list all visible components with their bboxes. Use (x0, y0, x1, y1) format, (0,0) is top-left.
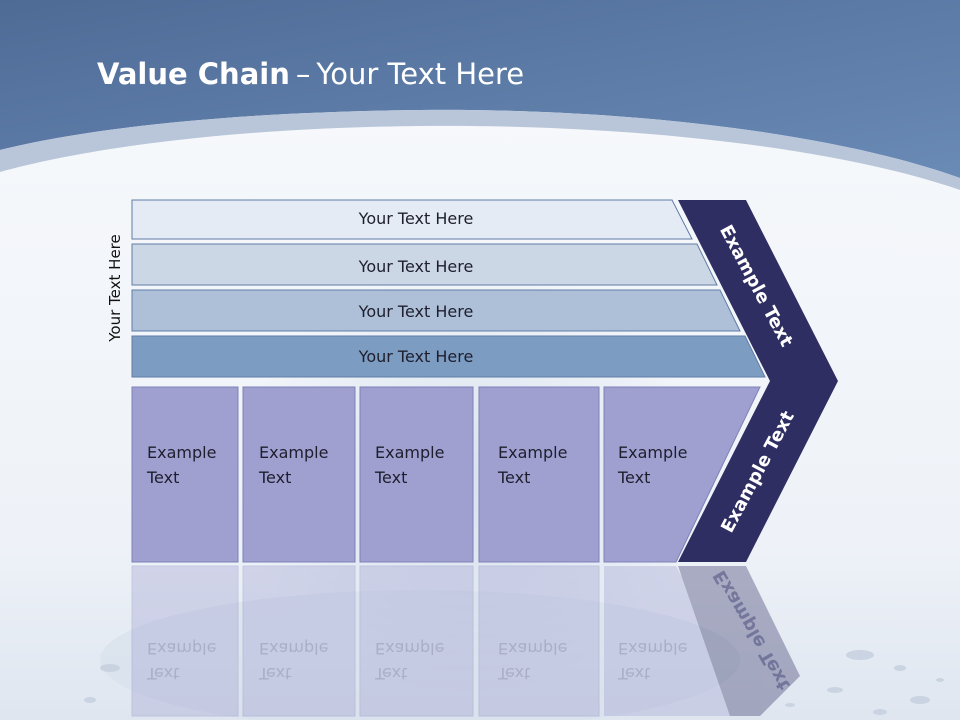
boxes-group (131, 386, 761, 563)
box-2-line1: Example (259, 443, 329, 462)
box-reflection-4 (478, 565, 600, 717)
box-4 (478, 386, 600, 563)
row-label-1: Your Text Here (358, 209, 474, 228)
box-text-1: Example Text (147, 440, 216, 490)
box-5-line1: Example (618, 443, 688, 462)
side-label-text: Your Text Here (106, 234, 124, 342)
box-1 (131, 386, 239, 563)
box-reflection-5 (604, 566, 760, 716)
title-bold: Value Chain (97, 57, 290, 91)
row-band-1 (131, 199, 693, 240)
box-3-line2: Text (375, 468, 408, 487)
box-text-3: Example Text (375, 440, 444, 490)
box-text-4: Example Text (498, 440, 567, 490)
row-band-3 (131, 289, 741, 332)
box-2 (242, 386, 356, 563)
row-label-3: Your Text Here (358, 302, 474, 321)
row-band-2 (131, 243, 718, 286)
reflection-group (131, 565, 800, 717)
box-3 (359, 386, 474, 563)
chevron-arrow (678, 200, 838, 562)
row-band-4 (131, 335, 766, 378)
box-text-5: Example Text (618, 440, 687, 490)
box-4-line1: Example (498, 443, 568, 462)
box-5 (603, 386, 761, 563)
page-title: Value Chain–Your Text Here (97, 52, 524, 96)
box-reflection-2 (242, 565, 356, 717)
box-2-line2: Text (259, 468, 292, 487)
box-text-2: Example Text (259, 440, 328, 490)
box-1-line1: Example (147, 443, 217, 462)
chevron-reflection (678, 566, 800, 716)
title-rest: Your Text Here (316, 57, 525, 91)
row-label-2: Your Text Here (358, 257, 474, 276)
box-reflection-3 (359, 565, 474, 717)
box-reflection-1 (131, 565, 239, 717)
box-3-line1: Example (375, 443, 445, 462)
box-1-line2: Text (147, 468, 180, 487)
box-5-line2: Text (618, 468, 651, 487)
title-separator: – (295, 57, 311, 91)
row-label-4: Your Text Here (358, 347, 474, 366)
rows-group (131, 199, 766, 378)
box-4-line2: Text (498, 468, 531, 487)
